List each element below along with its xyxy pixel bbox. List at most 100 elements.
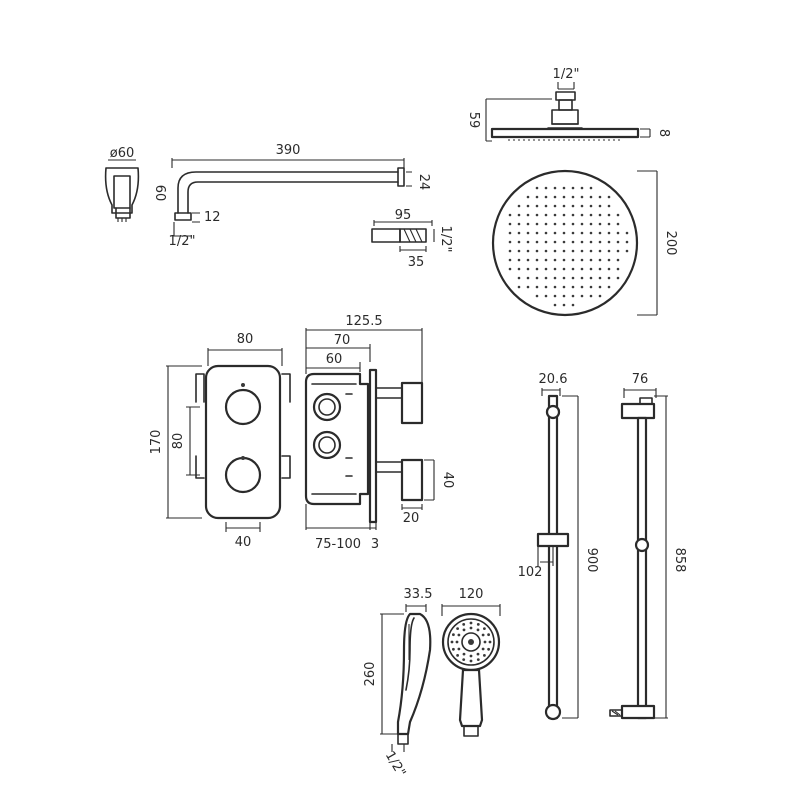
handset-side-view: 33.5 260 1/2"	[363, 587, 432, 780]
rail-height-label: 900	[584, 548, 599, 573]
nozzle-dot	[571, 303, 575, 307]
handset-nozzles	[450, 621, 492, 663]
nozzle-dot	[589, 267, 593, 271]
nozzle-dot	[562, 267, 566, 271]
nozzle-dot	[517, 267, 521, 271]
nozzle-dot	[535, 240, 539, 244]
nozzle-dot	[535, 222, 539, 226]
nozzle-dot	[526, 204, 530, 208]
handset-nozzle-dot	[487, 647, 490, 651]
handset-body-side	[396, 612, 432, 736]
nozzle-dot	[598, 240, 602, 244]
nozzle-dot	[607, 195, 611, 199]
nozzle-dot	[589, 231, 593, 235]
nozzle-dot	[562, 249, 566, 253]
nozzle-dot	[571, 294, 575, 298]
nozzle-dot	[607, 258, 611, 262]
overhead-shower-plan-view: 200	[491, 169, 678, 317]
nozzle-dot	[589, 204, 593, 208]
nozzle-dot	[598, 249, 602, 253]
handset-nozzle-dot	[462, 623, 466, 626]
handset-front-view: 120	[441, 587, 501, 737]
nozzle-dot	[571, 267, 575, 271]
handset-nozzle-dot	[469, 659, 473, 663]
flow-spindle	[400, 458, 424, 502]
nozzle-dot	[562, 285, 566, 289]
nozzle-dot	[571, 195, 575, 199]
valve-body-70-label: 70	[334, 333, 351, 348]
valve-wall-plate	[368, 368, 378, 524]
thermostatic-valve-side: 125.5 70 60 40 20 75-100 3	[304, 314, 455, 552]
handset-nozzle-dot	[488, 640, 492, 644]
nozzle-dot	[562, 186, 566, 190]
nozzle-dot	[580, 213, 584, 217]
nozzle-dot	[625, 240, 629, 244]
handset-nozzle-dot	[450, 640, 454, 644]
shower-head-nozzles	[508, 186, 629, 307]
nozzle-dot	[535, 249, 539, 253]
nozzle-dot	[598, 285, 602, 289]
handset-slider[interactable]	[536, 532, 570, 548]
rail-side-projection-label: 76	[632, 372, 649, 387]
thermostatic-valve-front: 80 170 80 40	[149, 332, 291, 550]
handset-nozzle-dot	[476, 658, 480, 661]
nozzle-dot	[589, 276, 593, 280]
nozzle-dot	[535, 231, 539, 235]
nozzle-dot	[562, 240, 566, 244]
nozzle-dot	[526, 213, 530, 217]
handset-nozzle-dot	[456, 627, 459, 630]
arm-tube-label: 24	[416, 174, 431, 191]
nozzle-dot	[598, 294, 602, 298]
nozzle-dot	[535, 204, 539, 208]
nozzle-dot	[562, 258, 566, 262]
nozzle-dot	[553, 204, 557, 208]
temperature-spindle	[400, 381, 424, 425]
flow-handle[interactable]	[224, 456, 262, 494]
rail-fixing-centres-label: 858	[672, 548, 687, 573]
wall-outlet-elbow: 95 1/2" 35	[371, 208, 453, 270]
handset-nozzle-dot	[452, 647, 455, 651]
nozzle-dot	[607, 222, 611, 226]
temperature-handle[interactable]	[224, 388, 262, 426]
handset-thread-label: 1/2"	[382, 749, 408, 780]
handset-length-label: 260	[363, 662, 378, 687]
nozzle-dot	[580, 276, 584, 280]
riser-rail-side: 76 858	[609, 372, 687, 720]
handset-nozzle-dot	[483, 654, 486, 657]
nozzle-dot	[571, 249, 575, 253]
nozzle-dot	[607, 267, 611, 271]
nozzle-dot	[517, 213, 521, 217]
nozzle-dot	[562, 204, 566, 208]
elbow-length-label: 95	[395, 208, 412, 223]
handset-nozzle-dot	[457, 647, 461, 651]
nozzle-dot	[571, 276, 575, 280]
valve-outlet-depth-label: 20	[403, 511, 420, 526]
elbow-thread-label: 1/2"	[438, 226, 453, 253]
handset-nozzle-dot	[452, 633, 455, 637]
nozzle-dot	[526, 249, 530, 253]
nozzle-dot	[598, 195, 602, 199]
valve-wall-depth-label: 75-100	[315, 537, 361, 552]
handset-nozzle-dot	[481, 633, 485, 637]
handset-nozzle-dot	[462, 628, 466, 632]
handset-nozzle-dot	[462, 658, 466, 661]
nozzle-dot	[544, 294, 548, 298]
handset-head-width-label: 120	[459, 587, 484, 602]
nozzle-dot	[508, 249, 512, 253]
valve-plate-width-label: 80	[237, 332, 254, 347]
nozzle-dot	[589, 249, 593, 253]
handset-nozzle-dot	[483, 640, 487, 644]
nozzle-dot	[589, 195, 593, 199]
nozzle-dot	[544, 204, 548, 208]
valve-outlet-height-label: 40	[440, 472, 455, 489]
nozzle-dot	[589, 294, 593, 298]
nozzle-dot	[553, 222, 557, 226]
rail-side-slider	[634, 537, 650, 553]
nozzle-dot	[580, 285, 584, 289]
nozzle-dot	[544, 267, 548, 271]
handset-nozzle-dot	[487, 633, 490, 637]
nozzle-dot	[526, 267, 530, 271]
nozzle-dot	[616, 258, 620, 262]
nozzle-dot	[526, 276, 530, 280]
riser-rail-front: 20.6 102 900	[518, 372, 599, 721]
